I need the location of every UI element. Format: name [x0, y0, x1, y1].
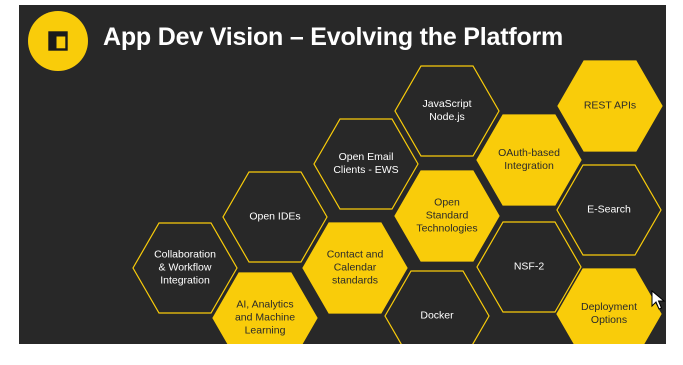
hexagon-oauth-integration [476, 114, 582, 206]
hexagon-open-standard-tech [394, 170, 500, 262]
hexagon-label-docker: Docker [420, 309, 454, 322]
hexagon-docker [384, 270, 490, 344]
window-layout-icon [48, 31, 68, 51]
hexagon-label-javascript-nodejs: JavaScript Node.js [422, 98, 472, 123]
move-cursor-icon [651, 289, 666, 310]
hexagon-collaboration-workflow [132, 222, 238, 314]
hexagon-contact-calendar [302, 222, 408, 314]
hexagon-label-open-standard-tech: Open Standard Technologies [416, 196, 478, 235]
hexagon-label-rest-apis: REST APIs [583, 99, 637, 112]
hexagon-e-search [556, 164, 662, 256]
hexagon-open-email-clients [313, 118, 419, 210]
hexagon-deployment-options [556, 268, 662, 344]
hexagon-nsf-2 [476, 221, 582, 313]
slide-bottom-margin [19, 344, 666, 365]
presentation-slide: App Dev Vision – Evolving the Platform J… [19, 5, 666, 344]
hexagon-grid [132, 60, 663, 344]
hexagon-javascript-nodejs [394, 65, 500, 157]
hexagon-open-ides [222, 171, 328, 263]
logo-badge [28, 11, 88, 71]
hexagon-label-collaboration-workflow: Collaboration & Workflow Integration [154, 248, 216, 287]
hexagon-label-deployment-options: Deployment Options [580, 301, 638, 326]
hexagon-label-open-email-clients: Open Email Clients - EWS [333, 151, 399, 176]
hexagon-rest-apis [557, 60, 663, 152]
hexagon-label-oauth-integration: OAuth-based Integration [498, 147, 560, 172]
hexagon-label-contact-calendar: Contact and Calendar standards [326, 248, 384, 287]
hexagon-label-open-ides: Open IDEs [249, 210, 301, 223]
hexagon-label-nsf-2: NSF-2 [513, 260, 545, 273]
slide-title: App Dev Vision – Evolving the Platform [103, 23, 564, 51]
hexagon-ai-analytics-ml [212, 272, 318, 344]
hexagon-label-e-search: E-Search [587, 203, 631, 216]
hexagon-label-ai-analytics-ml: AI, Analytics and Machine Learning [234, 298, 296, 337]
